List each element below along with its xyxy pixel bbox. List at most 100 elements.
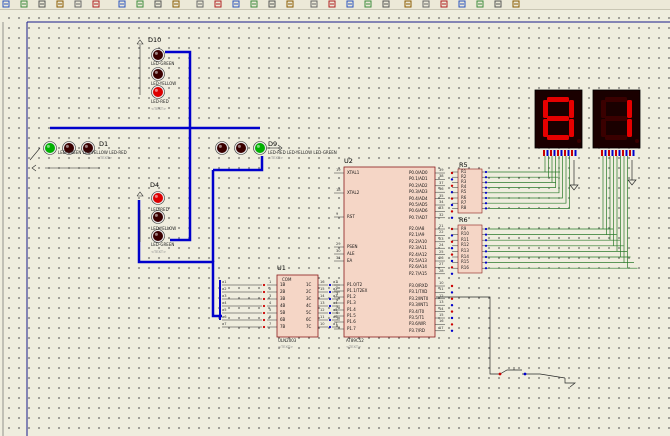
r6-resistor-pack[interactable] [457,224,483,274]
u1-out-num: 14 [320,294,325,298]
u2-pin-marker [450,316,454,320]
display-right-pin [615,150,617,156]
plus-icon[interactable] [20,0,28,8]
u2-right-pin-label: P2.4/A12 [409,251,427,257]
make-device-icon[interactable] [310,0,318,8]
u2-right-pin-num: 39 [439,168,444,172]
reset-button[interactable] [436,296,566,379]
u2-right-pin-num: 14 [439,306,444,311]
d9-led-red[interactable] [215,141,229,155]
seg-left-wire-7 [488,156,570,209]
u2-left-pin-label: RST [347,214,355,219]
bom-icon[interactable] [494,0,502,8]
add-wire-icon[interactable] [2,0,10,8]
copy-icon[interactable] [172,0,180,8]
paste-icon[interactable] [196,0,204,8]
u1-in-label: 6B [280,317,286,322]
remove-sheet-icon[interactable] [458,0,466,8]
decompose-icon[interactable] [346,0,354,8]
zoom-in-icon[interactable] [38,0,46,8]
r5-resistor-pack[interactable] [457,168,483,214]
u1-ref: U1 [277,264,286,272]
d4-led-green[interactable] [151,229,165,243]
cut-icon[interactable] [154,0,162,8]
d10-led-green[interactable] [151,48,165,62]
search-icon[interactable] [382,0,390,8]
packaging-icon[interactable] [328,0,336,8]
u2-microcontroller[interactable] [343,166,436,338]
d4-sub: <TEXT> [151,250,167,254]
segment-f [601,100,606,118]
r5-marker [484,186,488,189]
r5-value: R3 [461,178,467,184]
d9-led-yellow[interactable] [234,141,248,155]
r5-value: R7 [461,199,467,205]
seven-segment-right[interactable] [592,89,641,149]
r6-value: R12 [461,242,469,248]
seven-segment-left[interactable] [534,89,583,149]
block-delete-icon[interactable] [268,0,276,8]
undo-icon[interactable] [118,0,126,8]
redo-icon[interactable] [136,0,144,8]
pick-device-icon[interactable] [286,0,294,8]
d1-led-yellow[interactable] [62,141,76,155]
wire-autorouter-icon[interactable] [364,0,372,8]
u2-right-pin-label: P0.5/AD5 [409,202,428,207]
u2-right-pin-label: P3.7/RD [409,327,425,333]
zoom-out-icon[interactable] [56,0,64,8]
schematic-canvas[interactable] [0,10,670,436]
d10-led-red[interactable] [151,85,165,99]
u1-in-label: 7B [280,324,286,329]
d4-led-3-label: LED-GREEN [151,242,175,247]
segment-g [605,116,627,121]
bus-lines [50,50,264,318]
u1-net-right: a4 [333,301,338,305]
property-tool-icon[interactable] [404,0,412,8]
u1-in-num: 7 [269,322,272,326]
d9-led-green[interactable] [253,141,267,155]
d4-led-red[interactable] [151,191,165,205]
u2-right-pin-num: 38 [439,174,444,179]
u1-in-num: 6 [269,315,272,319]
u2-right-pin-label: P3.4/T0 [409,308,425,314]
u1-in-marker [262,318,266,322]
r6-value: R9 [461,225,467,231]
block-copy-icon[interactable] [214,0,222,8]
block-move-icon[interactable] [232,0,240,8]
u2-right-pin-label: P2.3/A11 [409,245,427,251]
zoom-all-icon[interactable] [74,0,82,8]
u1-com: COM [282,277,292,282]
new-sheet-icon[interactable] [440,0,448,8]
display-right-pin [611,150,614,156]
u2-right-pin-num: 34 [439,200,444,204]
u2-right-pin-label: P0.1/AD1 [409,176,428,182]
netlist-icon[interactable] [476,0,484,8]
d4-led-yellow[interactable] [151,210,165,224]
d1-led-red[interactable] [81,141,95,155]
u1-in-label: 5B [280,310,286,315]
u1-in-marker [262,304,266,308]
u2-right-pin-num: 16 [439,319,444,324]
display-right-pin [622,150,624,156]
u2-left-pin-num: 29 [336,242,341,246]
report-icon[interactable] [512,0,520,8]
seg-left-wire-2 [488,156,556,183]
u2-right-pin-label: P0.0/AD0 [409,170,428,175]
u1-net-left: a3 [222,294,227,298]
d10-led-yellow[interactable] [151,67,165,81]
segment-dp [577,139,581,143]
u2-left-pin-num: 2 [336,286,339,290]
block-rotate-icon[interactable] [250,0,258,8]
d1-led-green[interactable] [43,141,57,155]
display-left-pin [557,150,559,156]
u2-right-pin-num: 23 [439,236,444,241]
seg-left-wire-3 [488,156,556,188]
u2-left-pin-num: 3 [336,292,339,296]
zoom-area-icon[interactable] [92,0,100,8]
u2-pin-marker [450,253,454,256]
u2-pin-marker [450,210,454,213]
design-explorer-icon[interactable] [422,0,430,8]
r5-ref: R5 [459,161,468,169]
u2-left-pin-label: XTAL2 [347,190,360,195]
u2-left-pin-label: EA [347,258,353,263]
